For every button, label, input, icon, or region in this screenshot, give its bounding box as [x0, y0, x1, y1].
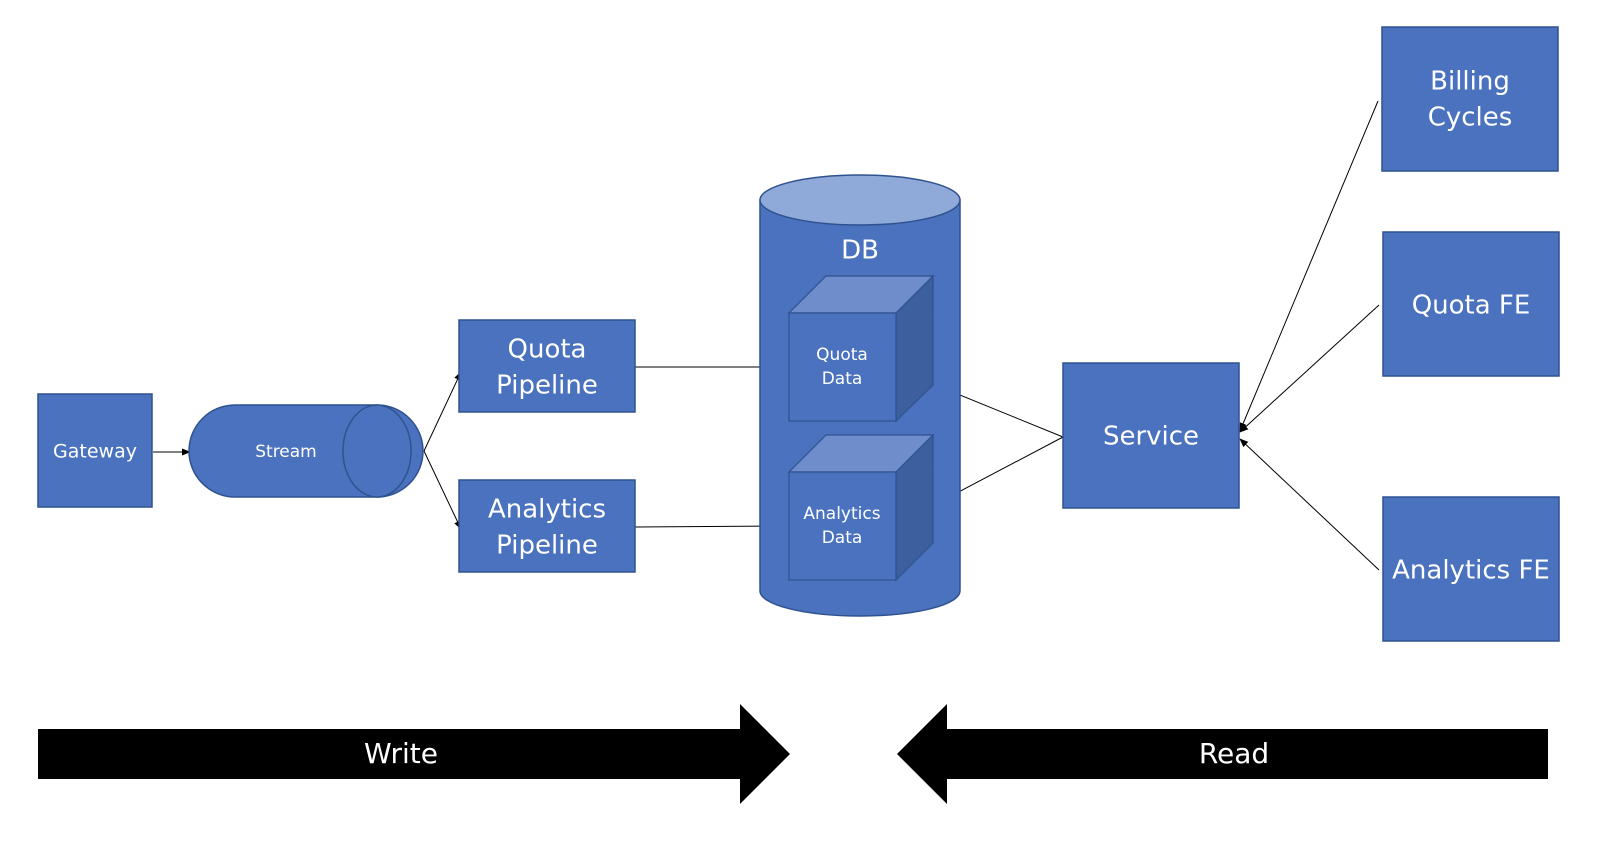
node-billing-cycles[interactable]: Billing Cycles [1381, 26, 1559, 172]
node-quota-data-label-line2: Data [822, 369, 863, 389]
read-arrow-shape [897, 704, 1548, 804]
edge-quota-fe-service [1239, 304, 1380, 433]
edge-billing-cycles-service [1239, 100, 1379, 432]
node-analytics-data[interactable]: Analytics Data [787, 433, 935, 582]
node-quota-pipeline[interactable]: Quota Pipeline [458, 319, 636, 413]
node-billing-cycles-label-line2: Cycles [1428, 103, 1513, 133]
node-db-label: DB [841, 236, 879, 266]
node-service[interactable]: Service [1062, 362, 1240, 509]
edge-analytics-fe-service [1239, 438, 1380, 571]
node-quota-pipeline-label-line2: Pipeline [496, 371, 598, 401]
node-stream[interactable]: Stream [188, 404, 424, 498]
edge-stream-quota-pipeline [423, 371, 462, 452]
node-quota-fe-label: Quota FE [1412, 291, 1531, 321]
node-analytics-fe[interactable]: Analytics FE [1382, 496, 1560, 642]
edge-stream-analytics-pipeline [423, 450, 462, 530]
node-gateway-label: Gateway [53, 441, 137, 463]
read-band-arrow: Read [897, 704, 1548, 804]
node-analytics-pipeline-label-line1: Analytics [488, 495, 606, 525]
node-billing-cycles-label-line1: Billing [1430, 67, 1510, 97]
node-quota-data-label-line1: Quota [816, 345, 868, 365]
node-gateway[interactable]: Gateway [37, 393, 153, 508]
node-analytics-data-label-line1: Analytics [803, 504, 880, 524]
write-band-arrow: Write [38, 704, 790, 804]
stream-end-cap [342, 404, 412, 498]
db-top [759, 174, 961, 226]
node-analytics-data-label-line2: Data [822, 528, 863, 548]
node-analytics-pipeline[interactable]: Analytics Pipeline [458, 479, 636, 573]
node-quota-fe[interactable]: Quota FE [1382, 231, 1560, 377]
node-analytics-fe-label: Analytics FE [1392, 556, 1550, 586]
edges [153, 100, 1380, 571]
write-arrow-shape [38, 704, 790, 804]
node-stream-label: Stream [255, 442, 317, 462]
node-analytics-pipeline-label-line2: Pipeline [496, 531, 598, 561]
node-quota-data[interactable]: Quota Data [787, 274, 935, 423]
read-band-label: Read [1199, 737, 1269, 770]
node-service-label: Service [1103, 422, 1199, 452]
write-band-label: Write [364, 737, 438, 770]
node-quota-pipeline-label-line1: Quota [508, 335, 587, 365]
